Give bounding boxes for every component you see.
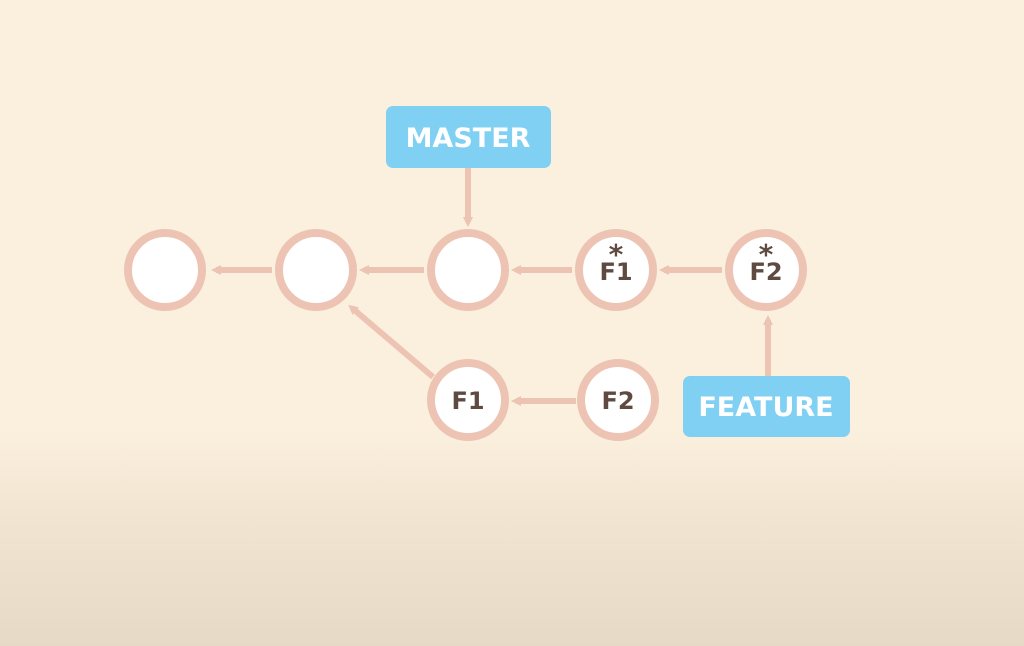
connectors [211, 168, 773, 406]
ref-master: MASTER [386, 106, 551, 168]
commit-node [275, 229, 357, 311]
commit-label: F2 [749, 258, 782, 286]
commit-node-f2-original: F2 [577, 359, 659, 441]
commit-nodes: * F1 * F2 F1 F2 [124, 229, 807, 441]
commit-label: F1 [599, 258, 632, 286]
commit-node [427, 229, 509, 311]
commit-node [124, 229, 206, 311]
edge-f1-original-to-c2 [348, 304, 435, 380]
ref-feature: FEATURE [683, 376, 850, 437]
commit-node-f2-rebased: * F2 [725, 229, 807, 311]
commit-label: F2 [601, 387, 634, 415]
commit-node-f1-original: F1 [427, 359, 509, 441]
ref-feature-label: FEATURE [698, 392, 833, 423]
ref-master-label: MASTER [406, 123, 531, 154]
commit-node-f1-rebased: * F1 [575, 229, 657, 311]
commit-label: F1 [451, 387, 484, 415]
rebased-marker: * [759, 238, 774, 271]
rebased-marker: * [609, 238, 624, 271]
